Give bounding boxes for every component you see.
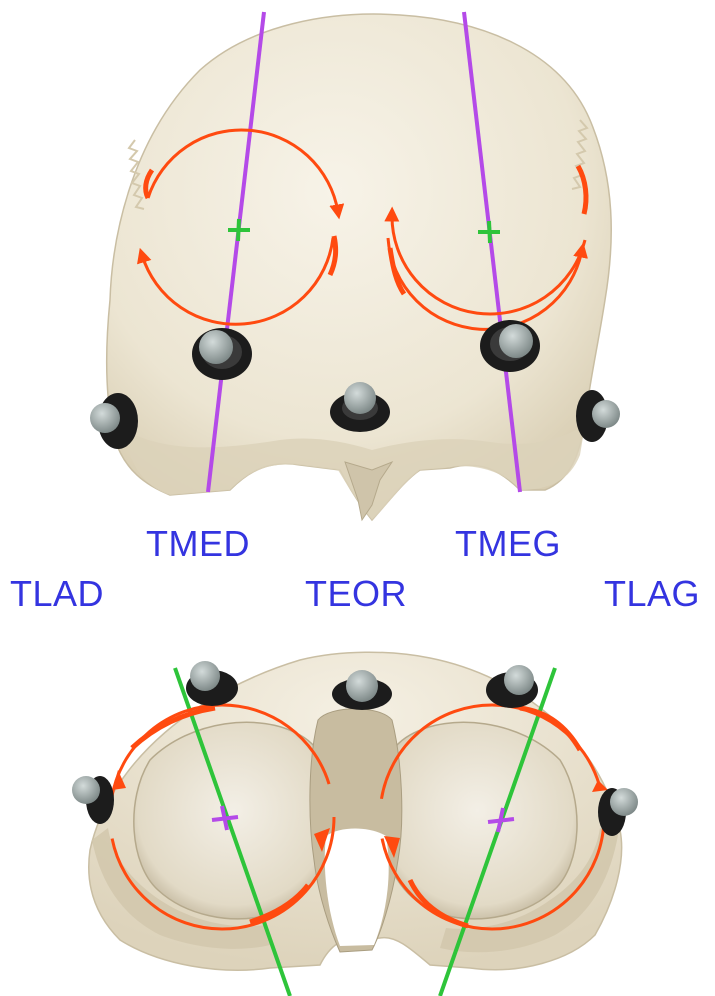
tracking-marker-icon <box>186 661 238 706</box>
tracking-marker-icon <box>598 788 638 836</box>
tracking-marker-icon <box>192 328 252 380</box>
tracking-marker-icon <box>576 390 620 442</box>
label-tmeg: TMEG <box>455 524 561 564</box>
tracking-marker-icon <box>72 776 114 824</box>
tracking-marker-icon <box>480 320 540 372</box>
label-tmed: TMED <box>146 524 250 564</box>
label-teor: TEOR <box>305 574 407 614</box>
tracking-marker-icon <box>90 393 138 449</box>
label-tlad: TLAD <box>10 574 104 614</box>
bottom-skull-view <box>72 652 638 996</box>
nasal-opening <box>325 829 389 947</box>
top-skull-view <box>90 12 620 520</box>
tracking-marker-icon <box>486 665 538 708</box>
label-tlag: TLAG <box>604 574 700 614</box>
